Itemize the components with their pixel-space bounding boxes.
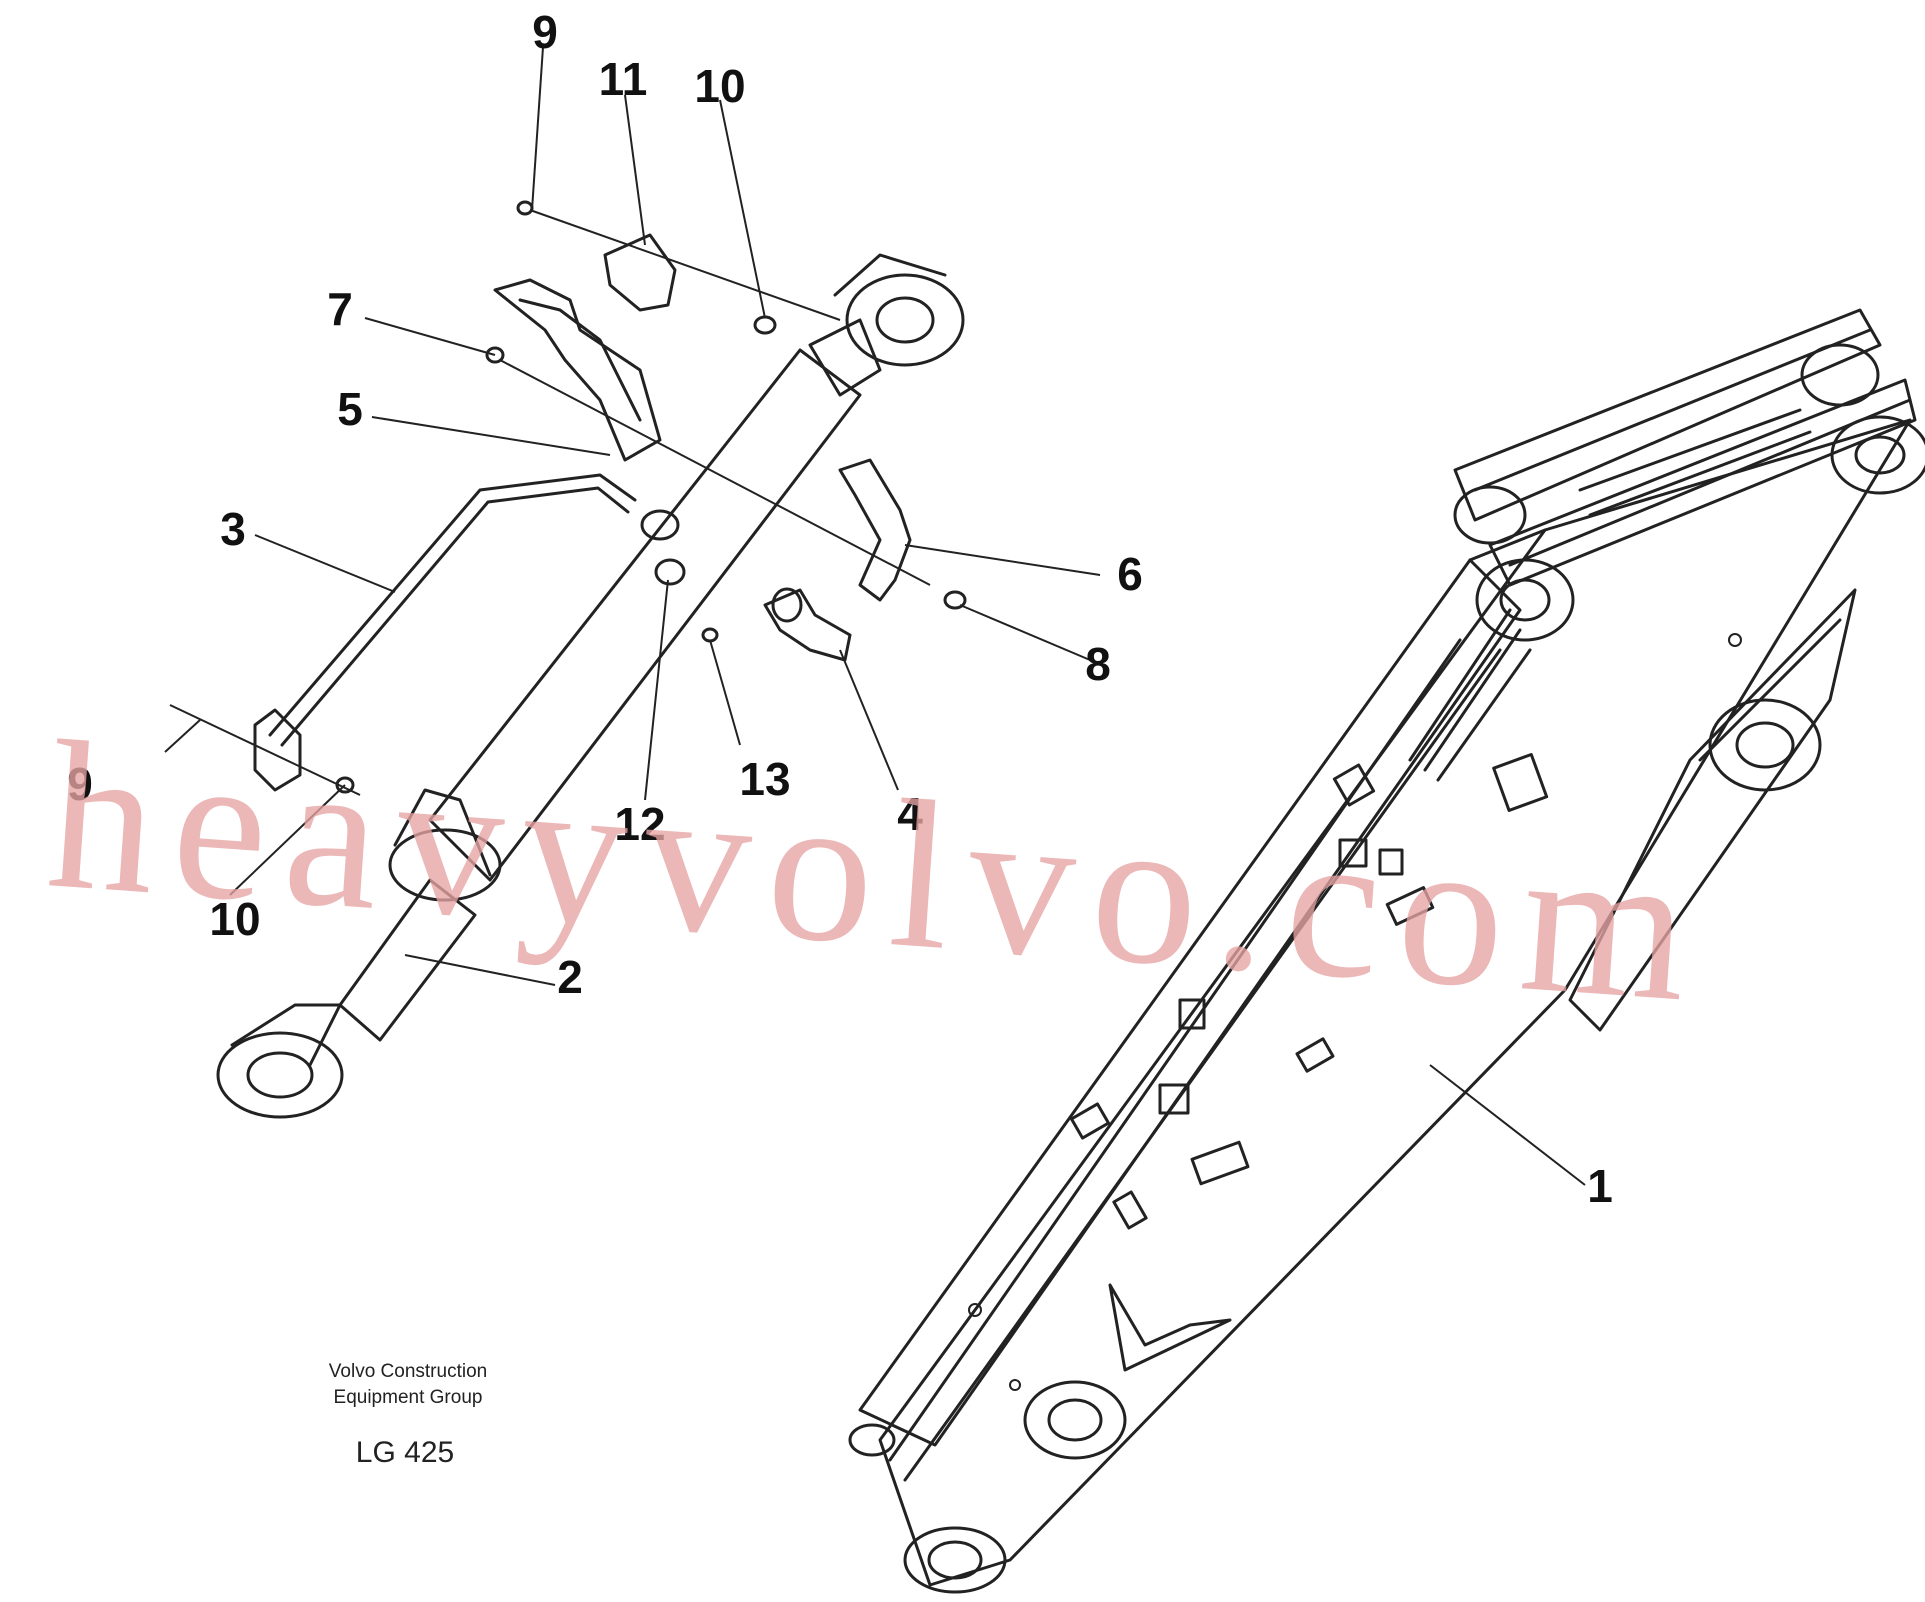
callout-7: 7 (327, 283, 353, 335)
callout-1: 1 (1587, 1160, 1613, 1212)
callout-9-bottom: 9 (67, 758, 93, 810)
boom-assembly (848, 308, 1925, 1594)
callout-8: 8 (1085, 638, 1111, 690)
credit-line-2: Equipment Group (334, 1387, 483, 1408)
boom-cylinder (216, 253, 965, 1119)
callout-9-top: 9 (532, 6, 558, 58)
callout-2: 2 (557, 951, 583, 1003)
callout-11: 11 (599, 53, 648, 105)
callout-5: 5 (337, 383, 363, 435)
callout-12: 12 (614, 798, 665, 850)
pipe-assembly (253, 200, 967, 794)
callout-13: 13 (739, 753, 790, 805)
callouts: 9 11 10 7 5 3 6 8 13 12 4 9 10 2 1 (67, 6, 1613, 1212)
drawing-code: LG 425 (356, 1436, 454, 1469)
watermark-text: heavyvolvo.com (42, 696, 1713, 1046)
callout-10-bottom: 10 (209, 893, 260, 945)
drawing-credit: Volvo Construction Equipment Group LG 42… (329, 1361, 487, 1469)
callout-10-top: 10 (694, 60, 745, 112)
callout-4: 4 (897, 788, 923, 840)
callout-6: 6 (1117, 548, 1143, 600)
credit-line-1: Volvo Construction (329, 1361, 487, 1382)
callout-3: 3 (220, 503, 246, 555)
leader-lines (164, 46, 1586, 1186)
